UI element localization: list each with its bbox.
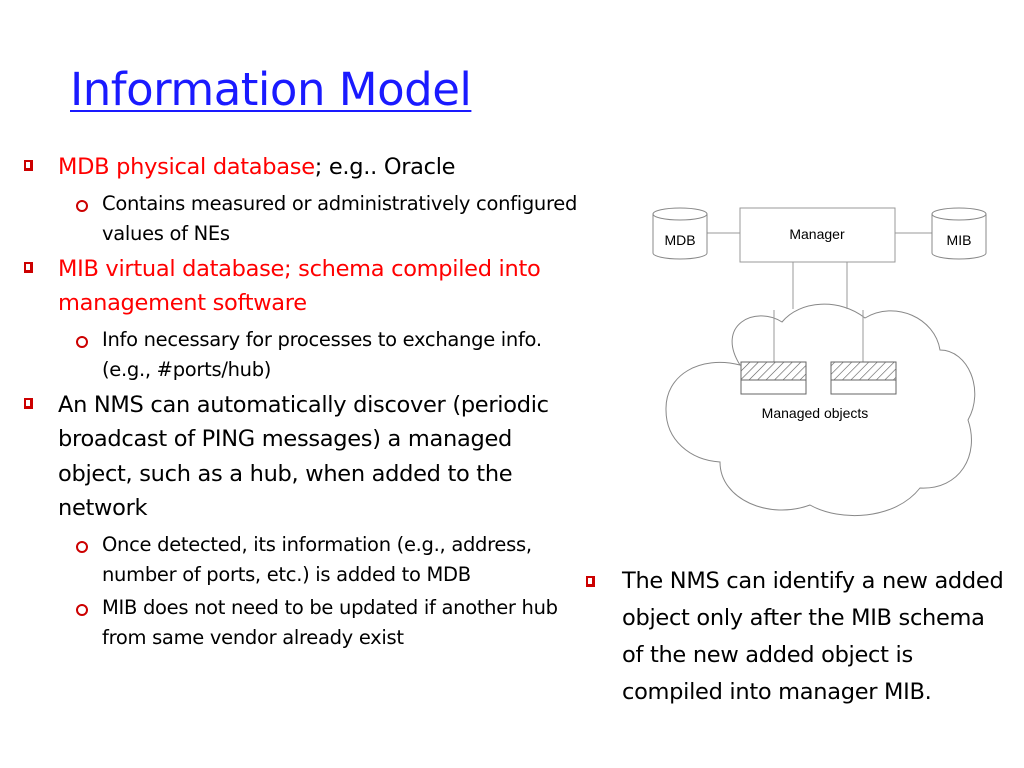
sub-bullet-text: MIB does not need to be updated if anoth…: [102, 595, 558, 649]
bullet-text: ; e.g.. Oracle: [314, 154, 456, 180]
bullet-mib: MIB virtual database; schema compiled in…: [16, 252, 586, 321]
right-note-text: The NMS can identify a new added object …: [622, 568, 1004, 705]
bullet-nms-discover: An NMS can automatically discover (perio…: [16, 388, 586, 526]
square-bullet-icon: [24, 160, 33, 171]
square-bullet-icon: [586, 576, 595, 587]
sub-bullet: Info necessary for processes to exchange…: [16, 325, 586, 385]
sub-bullet: Once detected, its information (e.g., ad…: [16, 530, 586, 590]
square-bullet-icon: [24, 261, 33, 273]
mdb-database-icon: [652, 207, 708, 260]
managed-object-right: [830, 361, 897, 395]
mib-database-icon: [931, 207, 987, 260]
sub-bullet: MIB does not need to be updated if anoth…: [16, 593, 586, 653]
sub-bullet: Contains measured or administratively co…: [16, 189, 586, 249]
bullet-red-text: MIB virtual database; schema compiled in…: [58, 255, 541, 317]
right-note-bullet: The NMS can identify a new added object …: [582, 563, 1012, 711]
slide-title: Information Model: [70, 63, 472, 116]
network-cloud: [665, 303, 976, 517]
manager-box: [739, 207, 896, 263]
manager-label: Manager: [789, 226, 845, 242]
circle-bullet-icon: [76, 603, 88, 616]
square-bullet-icon: [24, 397, 33, 409]
sub-bullet-text: Once detected, its information (e.g., ad…: [102, 532, 532, 586]
bullet-text: An NMS can automatically discover (perio…: [58, 391, 549, 522]
circle-bullet-icon: [76, 335, 88, 348]
mdb-label: MDB: [664, 232, 695, 248]
sub-bullet-text: Info necessary for processes to exchange…: [102, 327, 542, 381]
circle-bullet-icon: [76, 199, 88, 212]
bullet-list: MDB physical database; e.g.. Oracle Cont…: [16, 150, 586, 656]
mib-label: MIB: [947, 232, 972, 248]
circle-bullet-icon: [76, 540, 88, 553]
managed-object-left: [740, 361, 807, 395]
bullet-red-text: MDB physical database: [58, 154, 315, 180]
bullet-mdb: MDB physical database; e.g.. Oracle: [16, 150, 586, 185]
sub-bullet-text: Contains measured or administratively co…: [102, 191, 578, 245]
managed-objects-label: Managed objects: [762, 405, 869, 421]
